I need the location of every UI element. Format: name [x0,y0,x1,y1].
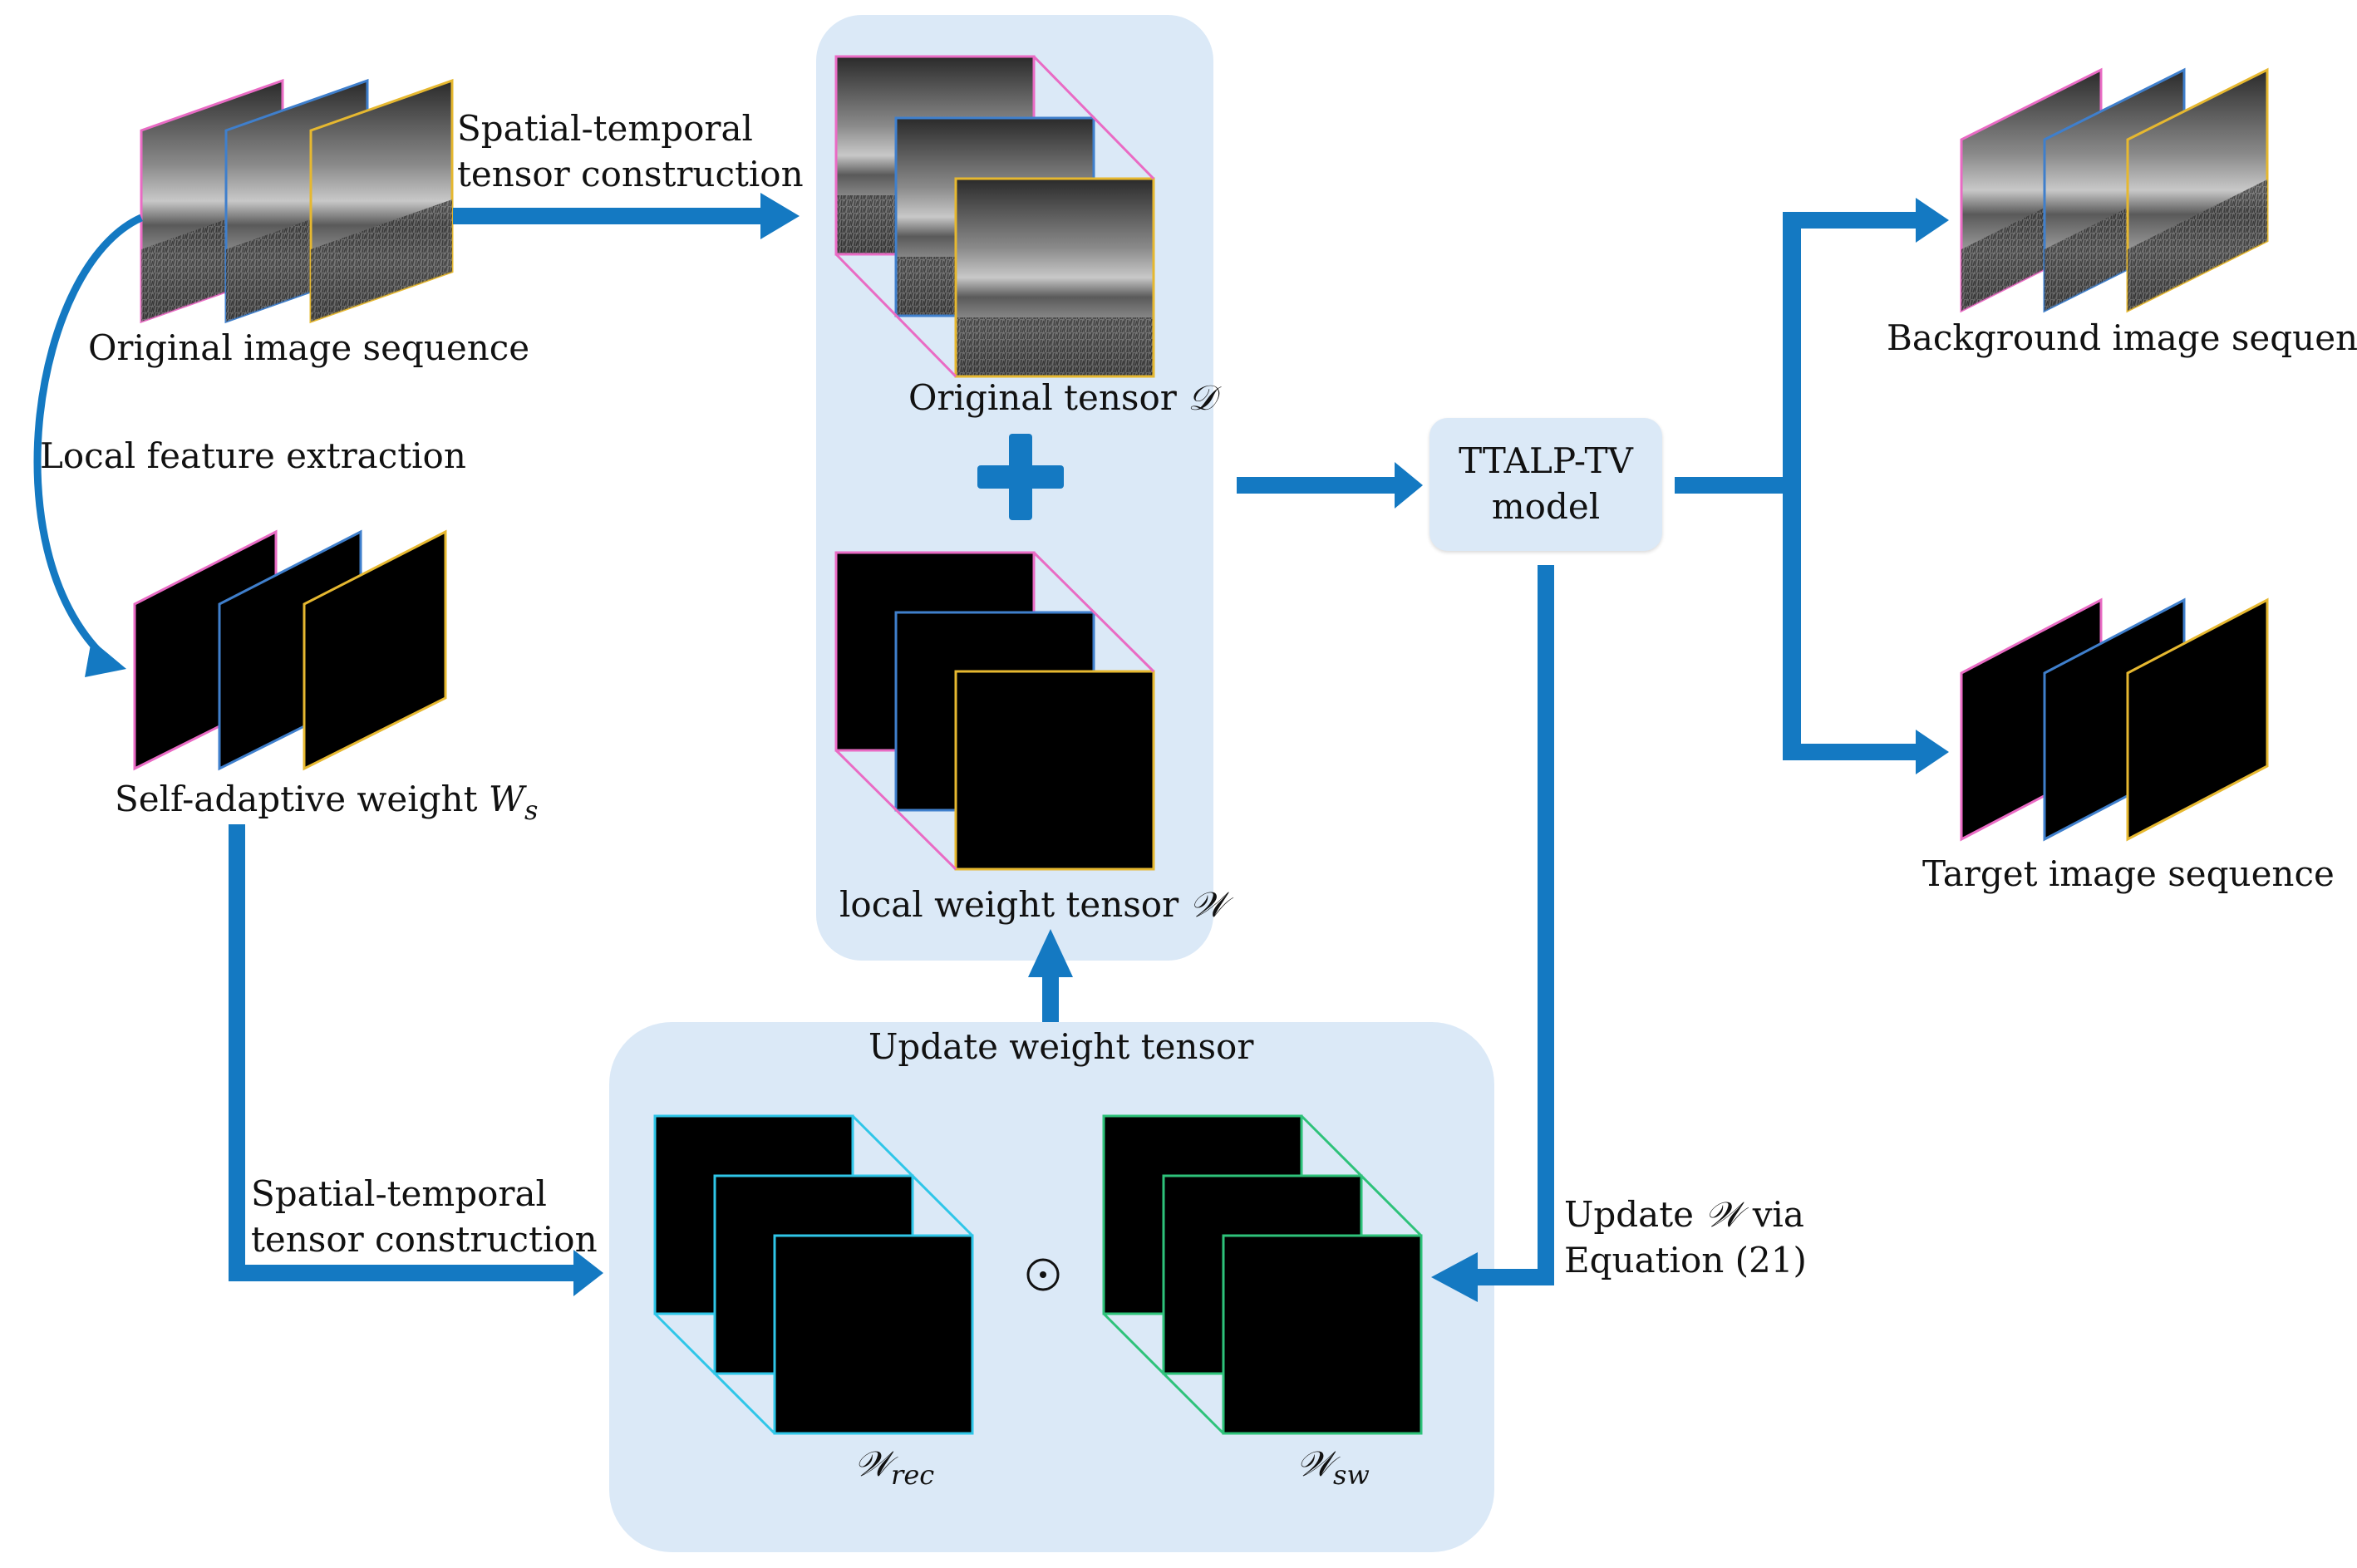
update-via-line2: Equation (21) [1564,1239,1807,1280]
background-image-sequence-label: Background image sequence [1887,317,2357,358]
update-weight-tensor-label: Update weight tensor [868,1026,1254,1067]
w-rec-symbol: 𝒲 [854,1443,892,1484]
w-sw-label: 𝒲sw [1297,1442,1370,1493]
spatial-temporal-bottom-line2: tensor construction [251,1218,598,1260]
spatial-temporal-bottom-line1: Spatial-temporal [251,1173,547,1214]
original-tensor-text: Original tensor [908,377,1177,418]
original-tensor-cube [834,55,1155,378]
model-line2: model [1491,486,1601,527]
update-via-equation-label: Update 𝒲 via Equation (21) [1564,1192,1807,1283]
target-image-sequence-label: Target image sequence [1922,853,2335,894]
d-symbol: 𝒟 [1188,377,1216,418]
w-rec-subscript: rec [891,1459,935,1491]
original-tensor-label: Original tensor 𝒟 [908,376,1216,421]
update-via-text-b: via [1752,1194,1804,1235]
hadamard-product-icon [1026,1258,1060,1291]
original-image-sequence-label: Original image sequence [88,327,530,368]
local-weight-tensor-cube [834,551,1155,871]
background-image-sequence [1960,67,2269,313]
w-sw-symbol: 𝒲 [1297,1443,1334,1484]
target-image-sequence [1960,597,2269,842]
plus-icon [977,434,1064,520]
w-rec-cube [653,1114,974,1435]
spatial-temporal-top-line1: Spatial-temporal [457,108,753,149]
local-feature-extraction-label: Local feature extraction [40,435,466,476]
update-via-w-symbol: 𝒲 [1705,1194,1742,1235]
local-weight-tensor-label: local weight tensor 𝒲 [839,882,1227,928]
update-via-line1: Update 𝒲 via [1564,1192,1807,1238]
ws-subscript: s [524,794,539,826]
seq-frame-3 [309,78,454,324]
self-adaptive-weight-stack [133,529,447,771]
w-symbol: 𝒲 [1189,884,1227,925]
update-via-text-a: Update [1564,1194,1694,1235]
w-sw-cube [1102,1114,1423,1435]
ttalp-tv-model-box: TTALP-TV model [1429,418,1662,551]
arrows [33,193,1949,1302]
w-sw-subscript: sw [1333,1459,1370,1491]
self-adaptive-weight-label: Self-adaptive weight Ws [115,777,538,828]
spatial-temporal-bottom-label: Spatial-temporal tensor construction [251,1172,598,1262]
model-line1: TTALP-TV [1459,440,1633,482]
spatial-temporal-top-line2: tensor construction [457,153,804,194]
local-weight-tensor-text: local weight tensor [839,884,1179,925]
self-adaptive-weight-text: Self-adaptive weight [115,779,478,819]
w-rec-label: 𝒲rec [854,1442,934,1493]
original-image-sequence [140,78,454,324]
ws-symbol: W [488,779,524,819]
spatial-temporal-top-label: Spatial-temporal tensor construction [457,106,804,197]
